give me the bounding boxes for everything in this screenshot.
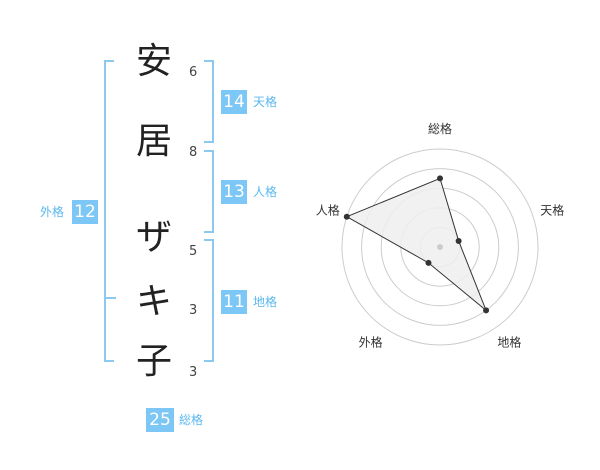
- radar-polygon: [345, 177, 487, 311]
- soukaku-badge: 25: [146, 408, 174, 432]
- radar-point-5: [343, 213, 350, 220]
- stroke-count-1: 6: [189, 65, 198, 80]
- chikaku-label: 地格: [253, 295, 278, 309]
- gaikaku-label: 外格: [40, 205, 65, 219]
- tenkaku-bracket: [204, 60, 214, 143]
- radar-point-3: [483, 307, 490, 314]
- soukaku-label: 総格: [179, 413, 204, 427]
- stroke-count-2: 8: [189, 145, 198, 160]
- chikaku-badge: 11: [221, 290, 247, 314]
- gaikaku-badge: 12: [72, 200, 98, 224]
- name-char-1: 安: [135, 41, 172, 82]
- radar-axis-label-1: 総格: [428, 121, 452, 136]
- gaikaku-bracket: [104, 60, 114, 362]
- name-char-5: 子: [135, 341, 172, 382]
- jinkaku-label: 人格: [253, 185, 278, 199]
- stroke-count-5: 3: [189, 365, 198, 380]
- radar-point-1: [437, 175, 443, 182]
- chikaku-bracket: [204, 239, 214, 362]
- stroke-count-4: 3: [189, 303, 198, 318]
- gaikaku-bracket-tick: [104, 297, 116, 299]
- stroke-count-3: 5: [189, 244, 198, 259]
- tenkaku-label: 天格: [253, 95, 278, 109]
- radar-axis-label-3: 地格: [497, 334, 521, 349]
- radar-center-dot: [437, 244, 443, 250]
- radar-axis-label-5: 人格: [316, 203, 340, 218]
- name-char-2: 居: [135, 121, 172, 162]
- radar-point-4: [425, 259, 432, 266]
- name-char-3: ザ: [135, 217, 172, 258]
- tenkaku-badge: 14: [221, 90, 247, 114]
- radar-point-2: [455, 237, 462, 244]
- radar-ring-5: [341, 148, 539, 346]
- radar-axis-label-4: 外格: [359, 334, 383, 349]
- radar-ring-4: [361, 168, 519, 326]
- radar-axis-label-2: 天格: [540, 203, 564, 218]
- jinkaku-bracket: [204, 150, 214, 233]
- name-char-4: キ: [135, 281, 172, 322]
- jinkaku-badge: 13: [221, 180, 247, 204]
